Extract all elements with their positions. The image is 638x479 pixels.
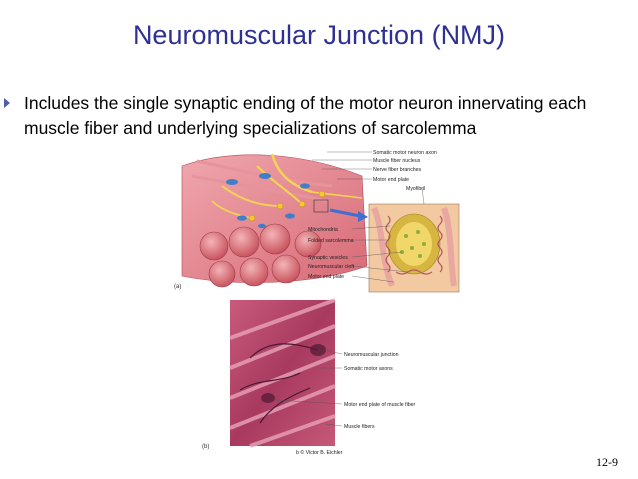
magnify-arrow [329, 208, 361, 218]
bullet-arrow-icon [4, 98, 10, 108]
label-muscle-fibers: Muscle fibers [344, 424, 375, 430]
magnified-region-box [313, 199, 329, 213]
panel-label-b: (b) [202, 444, 209, 450]
label-mitochondria: Mitochondria [308, 227, 338, 233]
label-motor-end-plate-of-muscle-fiber: Motor end plate of muscle fiber [344, 402, 415, 408]
micrograph-leader-lines [275, 349, 343, 427]
label-synaptic-vesicles: Synaptic vesicles [308, 255, 348, 261]
muscle-fiber-bands [229, 298, 336, 448]
bullet-text: Includes the single synaptic ending of t… [24, 93, 587, 138]
panel-label-a: (a) [174, 284, 181, 290]
muscle-bundle [181, 154, 368, 288]
magnify-arrowhead-icon [358, 211, 368, 222]
label-neuromuscular-cleft: Neuromuscular cleft [308, 264, 355, 270]
photo-credit: b © Victor B. Eichler [296, 449, 343, 456]
page-number: 12-9 [596, 455, 618, 469]
nmj-micrograph: Neuromuscular junction Somatic motor axo… [202, 298, 415, 456]
end-plate-cluster [261, 393, 275, 403]
label-somatic-motor-axons: Somatic motor axons [344, 366, 393, 372]
enlarged-end-plate-inset [368, 203, 460, 293]
label-myofibril: Myofibril [406, 186, 425, 192]
label-muscle-fiber-nucleus: Muscle fiber nucleus [373, 158, 421, 164]
label-motor-end-plate-top: Motor end plate [373, 177, 409, 183]
nmj-diagram: Somatic motor neuron axon Muscle fiber n… [174, 150, 460, 293]
micrograph-image [230, 300, 335, 446]
label-folded-sarcolemma: Folded sarcolemma [308, 238, 354, 244]
label-nerve-fiber-branches: Nerve fiber branches [373, 167, 422, 173]
nerve-fiber-branches [211, 153, 363, 219]
motor-end-plates [248, 190, 326, 222]
diagram-leader-lines [312, 151, 425, 283]
label-somatic-motor-neuron-axon: Somatic motor neuron axon [373, 150, 437, 156]
label-neuromuscular-junction: Neuromuscular junction [344, 352, 399, 358]
junction-cluster [310, 344, 326, 356]
muscle-fiber-nuclei [226, 173, 310, 229]
slide-title: Neuromuscular Junction (NMJ) [132, 20, 506, 50]
label-motor-end-plate-bottom: Motor end plate [308, 274, 344, 280]
